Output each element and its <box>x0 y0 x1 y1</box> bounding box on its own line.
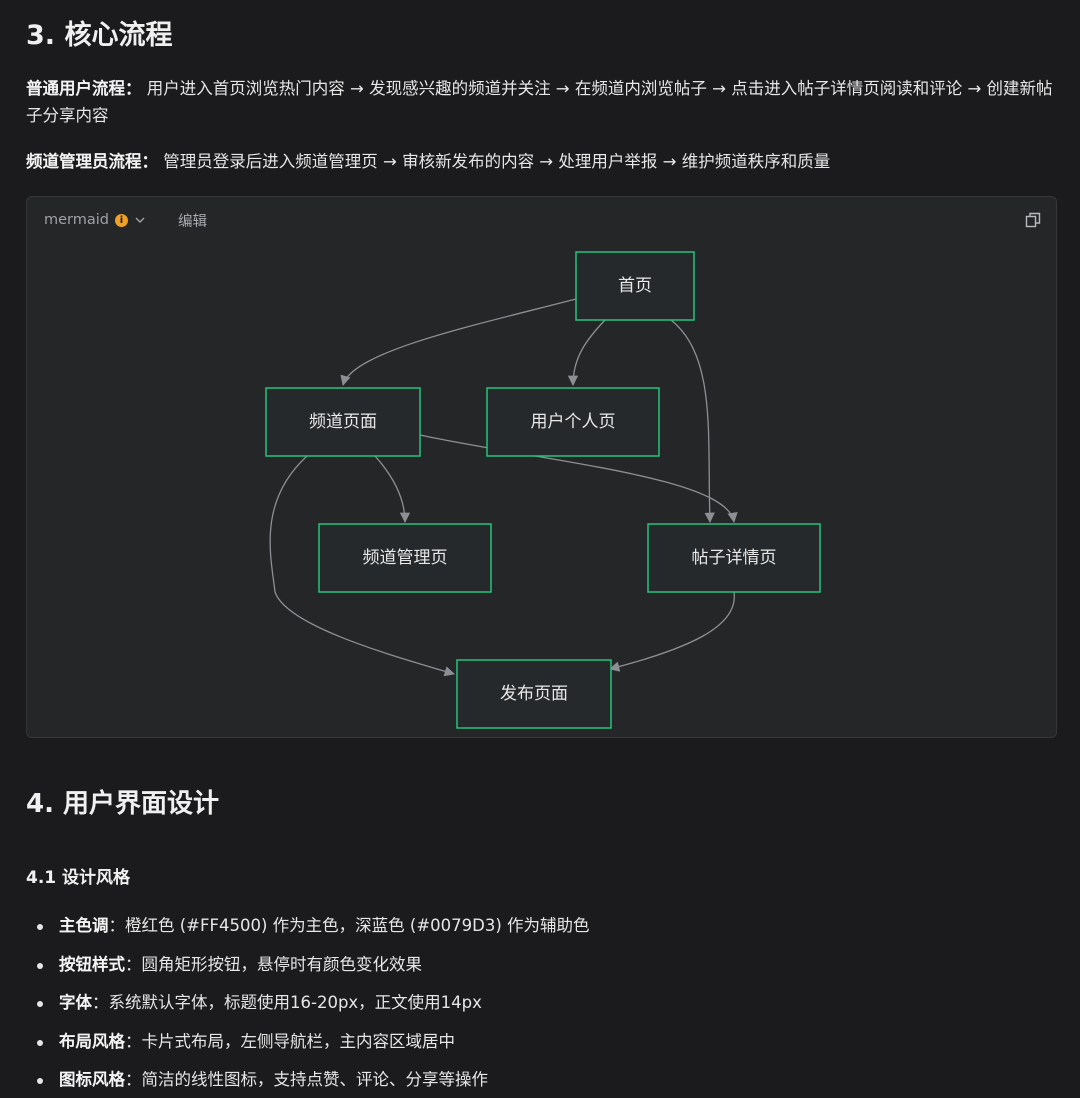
node-post-detail-label: 帖子详情页 <box>692 548 777 568</box>
node-profile-label: 用户个人页 <box>531 412 616 432</box>
channel-admin-flow-label: 频道管理员流程： <box>26 152 158 171</box>
node-channel-label: 频道页面 <box>309 412 377 432</box>
node-publish-label: 发布页面 <box>500 684 568 704</box>
list-item-text: ：卡片式布局，左侧导航栏，主内容区域居中 <box>125 1031 455 1051</box>
node-home[interactable]: 首页 <box>575 251 695 321</box>
list-item-text: ：圆角矩形按钮，悬停时有颜色变化效果 <box>125 954 422 974</box>
mermaid-toolbar: mermaid i 编辑 <box>44 209 207 231</box>
list-item: 布局风格：卡片式布局，左侧导航栏，主内容区域居中 <box>26 1023 1056 1062</box>
edge-channel-admin <box>374 455 411 524</box>
channel-admin-flow: 频道管理员流程： 管理员登录后进入频道管理页 → 审核新发布的内容 → 处理用户… <box>26 148 1056 175</box>
node-publish[interactable]: 发布页面 <box>456 659 612 729</box>
mermaid-diagram-block: mermaid i 编辑 首页 频道页面 <box>26 196 1057 738</box>
design-style-list: 主色调：橙红色 (#FF4500) 作为主色，深蓝色 (#0079D3) 作为辅… <box>26 907 1056 1098</box>
list-item-label: 主色调 <box>59 916 109 935</box>
list-item: 主色调：橙红色 (#FF4500) 作为主色，深蓝色 (#0079D3) 作为辅… <box>26 907 1056 946</box>
edge-channel-publish <box>269 455 455 677</box>
info-icon[interactable]: i <box>115 213 128 227</box>
flowchart: 首页 频道页面 用户个人页 频道管理页 帖子详情页 发布页面 <box>265 251 821 729</box>
language-selector[interactable]: mermaid <box>44 212 109 228</box>
section-4-1-title: 4.1 设计风格 <box>26 868 131 888</box>
list-item-text: ：系统默认字体，标题使用16-20px，正文使用14px <box>92 993 482 1012</box>
node-home-label: 首页 <box>618 276 652 296</box>
list-item-text: ：橙红色 (#FF4500) 作为主色，深蓝色 (#0079D3) 作为辅助色 <box>108 916 590 935</box>
node-channel-admin[interactable]: 频道管理页 <box>318 523 492 593</box>
edge-home-profile <box>567 319 606 387</box>
node-channel-admin-label: 频道管理页 <box>363 548 448 568</box>
copy-icon[interactable] <box>1024 211 1042 229</box>
edit-button[interactable]: 编辑 <box>178 213 207 230</box>
channel-admin-flow-text: 管理员登录后进入频道管理页 → 审核新发布的内容 → 处理用户举报 → 维护频道… <box>163 152 831 171</box>
normal-user-flow-text: 用户进入首页浏览热门内容 → 发现感兴趣的频道并关注 → 在频道内浏览帖子 → … <box>26 79 1053 125</box>
edge-channel-postdetail <box>419 434 738 524</box>
list-item-label: 按钮样式 <box>59 954 125 974</box>
node-channel[interactable]: 频道页面 <box>265 387 421 457</box>
list-item: 字体：系统默认字体，标题使用16-20px，正文使用14px <box>26 984 1056 1023</box>
normal-user-flow-label: 普通用户流程： <box>26 79 142 98</box>
normal-user-flow: 普通用户流程： 用户进入首页浏览热门内容 → 发现感兴趣的频道并关注 → 在频道… <box>26 75 1056 129</box>
node-post-detail[interactable]: 帖子详情页 <box>647 523 821 593</box>
section-4-title: 4. 用户界面设计 <box>26 789 220 819</box>
chevron-down-icon[interactable] <box>134 214 146 226</box>
list-item-text: ：简洁的线性图标，支持点赞、评论、分享等操作 <box>125 1070 488 1089</box>
edge-home-channel <box>340 298 577 387</box>
list-item: 图标风格：简洁的线性图标，支持点赞、评论、分享等操作 <box>26 1061 1056 1098</box>
edge-postdetail-publish <box>608 591 735 672</box>
node-profile[interactable]: 用户个人页 <box>486 387 660 457</box>
section-3-title: 3. 核心流程 <box>26 20 173 51</box>
list-item-label: 图标风格 <box>59 1070 125 1089</box>
list-item-label: 布局风格 <box>59 1031 125 1051</box>
edge-home-postdetail <box>670 319 715 524</box>
list-item-label: 字体 <box>59 993 92 1012</box>
list-item: 按钮样式：圆角矩形按钮，悬停时有颜色变化效果 <box>26 946 1056 985</box>
